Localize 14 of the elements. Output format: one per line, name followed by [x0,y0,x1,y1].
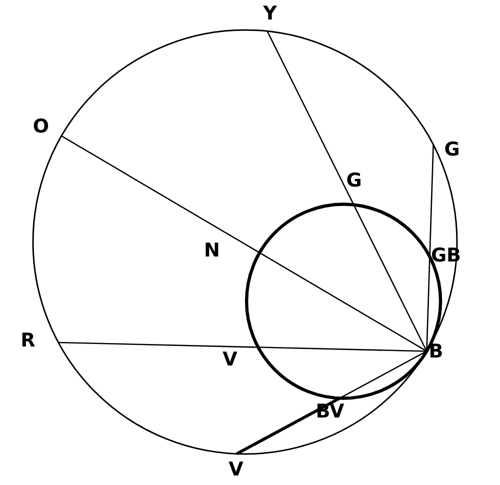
line [236,396,340,456]
point-label: G [444,140,460,160]
point-label: G [346,172,362,190]
line [266,30,428,352]
line [61,135,428,352]
point-label: V [222,350,238,370]
point-label: O [32,118,50,136]
line [58,342,427,352]
point-label: Y [263,4,277,24]
point-label: N [204,242,220,260]
point-label: R [20,332,36,350]
point-label: B [428,342,444,362]
line [426,144,434,352]
point-label: V [228,460,244,480]
